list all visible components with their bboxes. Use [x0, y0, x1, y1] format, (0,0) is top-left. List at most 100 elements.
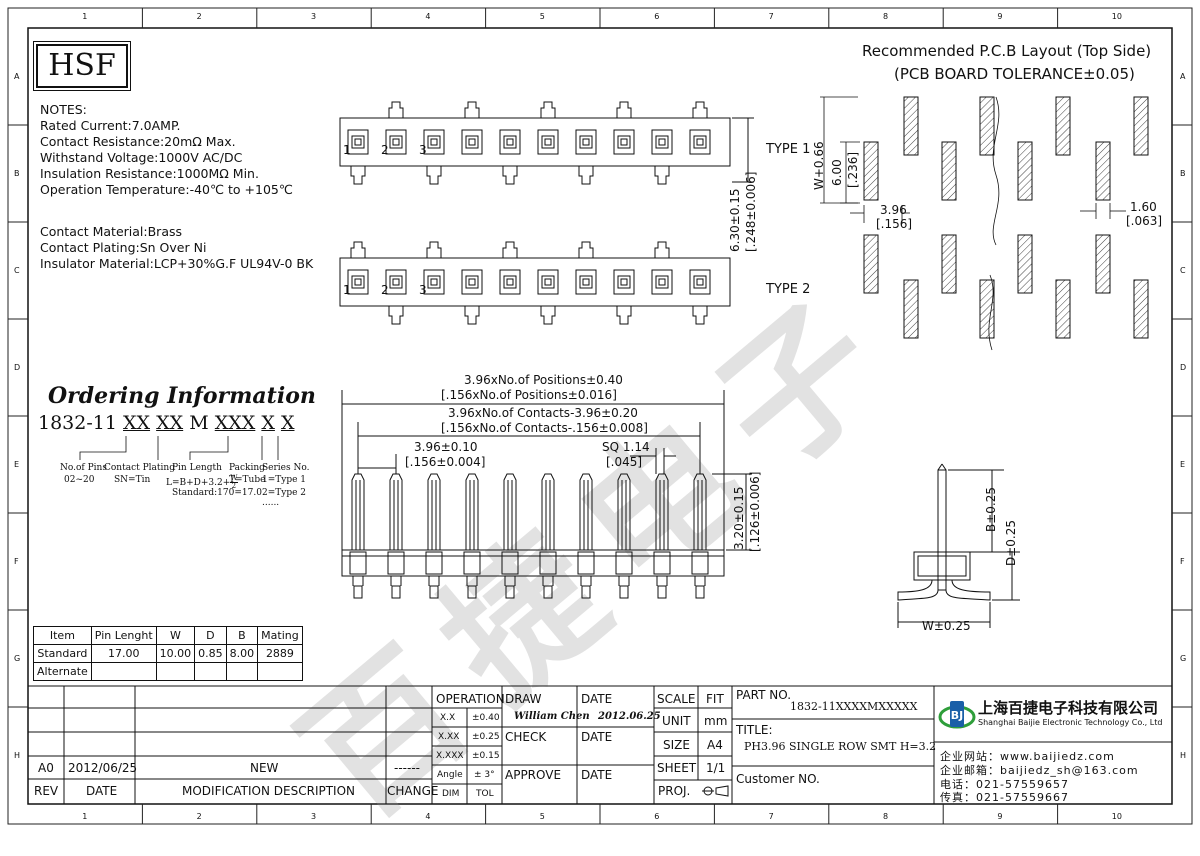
pcb-dim-396: 3.96	[880, 203, 907, 217]
pcb-pad	[1095, 234, 1111, 294]
pin-square	[351, 135, 365, 149]
pin-cavity	[501, 551, 519, 575]
pin-square	[693, 275, 707, 289]
pin-housing	[575, 129, 597, 155]
pin-core	[430, 138, 438, 146]
connector-body	[339, 117, 731, 167]
pcb-pad	[903, 96, 919, 156]
contact-pin	[579, 473, 593, 550]
rev-a0: A0	[38, 761, 54, 775]
date-header: DATE	[86, 784, 118, 798]
pin-core	[658, 138, 666, 146]
pin-housing	[423, 269, 445, 295]
pin-core	[392, 138, 400, 146]
pcb-dim-160-in: [.063]	[1126, 214, 1163, 228]
pin-square	[617, 135, 631, 149]
pin-square	[655, 135, 669, 149]
pin-tail	[505, 585, 515, 599]
smt-lead-bottom	[578, 166, 594, 185]
dim-sq-in: [.045]	[606, 455, 643, 469]
pin-core	[582, 138, 590, 146]
part-no-label: PART NO.	[736, 688, 792, 702]
pin-core	[658, 278, 666, 286]
type-1-label: TYPE 1	[766, 142, 811, 157]
pin-core	[468, 138, 476, 146]
grid-row-label: B	[1180, 168, 1186, 178]
code-part: XX	[123, 412, 151, 434]
smt-lead-top	[464, 101, 480, 118]
pin-cavity	[615, 551, 633, 575]
table-cell: 10.00	[155, 644, 196, 663]
grid-row-label: E	[14, 459, 20, 469]
smt-lead-bottom	[692, 306, 708, 325]
pin-tail	[657, 585, 667, 599]
tolerance-x-x-val: ±0.40	[472, 713, 500, 723]
pin-core	[392, 278, 400, 286]
dim-contacts: 3.96xNo.of Contacts-3.96±0.20	[448, 406, 638, 420]
notes: NOTES: Rated Current:7.0AMP. Contact Res…	[40, 102, 293, 198]
contact-pin	[617, 473, 631, 550]
code-part: X	[261, 412, 275, 434]
check-label: CHECK	[505, 730, 547, 744]
pin-square	[427, 135, 441, 149]
pcb-pad	[1017, 141, 1033, 201]
grid-row-label: E	[1180, 459, 1186, 469]
table-header: Mating	[257, 626, 303, 645]
tolerance-x-x: X.X	[440, 713, 456, 723]
grid-row-label: A	[14, 71, 20, 81]
rev-change: ------	[394, 761, 420, 775]
grid-row-label: G	[1180, 653, 1187, 663]
smt-lead-bottom	[502, 166, 518, 185]
table-cell: 8.00	[225, 644, 259, 663]
pin-label-1: 1	[343, 283, 351, 297]
pcb-layout	[820, 96, 1149, 351]
pcb-pad	[863, 234, 879, 294]
pin-housing	[423, 129, 445, 155]
draw-name: William Chen	[514, 711, 590, 722]
pin-tail	[467, 585, 477, 599]
ordering-title: Ordering Information	[48, 383, 316, 409]
pin-cavity	[463, 551, 481, 575]
code-part: XXX	[214, 412, 256, 434]
pin-tail	[543, 585, 553, 599]
pin-housing	[461, 129, 483, 155]
pin-cavity	[425, 551, 443, 575]
dim-pitch: 3.96±0.10	[414, 440, 478, 454]
grid-col-label: 4	[425, 812, 431, 821]
part-no-value: 1832-11XXXXMXXXXX	[790, 700, 918, 713]
grid-col-label: 10	[1111, 12, 1122, 21]
code-part: M	[189, 412, 209, 434]
pin-cavity	[387, 551, 405, 575]
tolerance-angle: Angle	[437, 770, 463, 780]
pin-square	[541, 275, 555, 289]
smt-lead-bottom	[654, 166, 670, 185]
pcb-pad	[979, 279, 995, 339]
item-table: Item Pin Lenght W D B Mating Standard 17…	[33, 626, 303, 681]
pin-core	[506, 138, 514, 146]
customer-no-label: Customer NO.	[736, 772, 820, 786]
contact-pin	[503, 473, 517, 550]
material-notes: Contact Material:Brass Contact Plating:S…	[40, 224, 313, 272]
draw-date: 2012.06.25	[598, 711, 661, 722]
grid-col-label: 1	[82, 812, 88, 821]
dim-contacts-in: [.156xNo.of Contacts-.156±0.008]	[441, 421, 648, 435]
contact-pin	[427, 473, 441, 550]
pin-square	[351, 275, 365, 289]
pin-square	[579, 275, 593, 289]
grid-col-label: 3	[311, 12, 317, 21]
pin-square	[503, 275, 517, 289]
pcb-tolerance: (PCB BOARD TOLERANCE±0.05)	[894, 65, 1135, 83]
grid-row-label: B	[14, 168, 20, 178]
pin-core	[696, 138, 704, 146]
pin-core	[354, 278, 362, 286]
grid-col-label: 8	[883, 812, 889, 821]
company-name-en: Shanghai Baijie Electronic Technology Co…	[978, 718, 1163, 727]
sheet-label: SHEET	[657, 761, 697, 775]
grid-col-label: 5	[539, 812, 545, 821]
approve-label: APPROVE	[505, 768, 562, 782]
pin-tail	[695, 585, 705, 599]
ordering-code: 1832-11 XX XX M XXX X X	[38, 412, 294, 434]
table-cell: 2889	[257, 644, 303, 663]
code-prefix: 1832-11	[38, 412, 117, 434]
dim-pitch-in: [.156±0.004]	[405, 455, 486, 469]
